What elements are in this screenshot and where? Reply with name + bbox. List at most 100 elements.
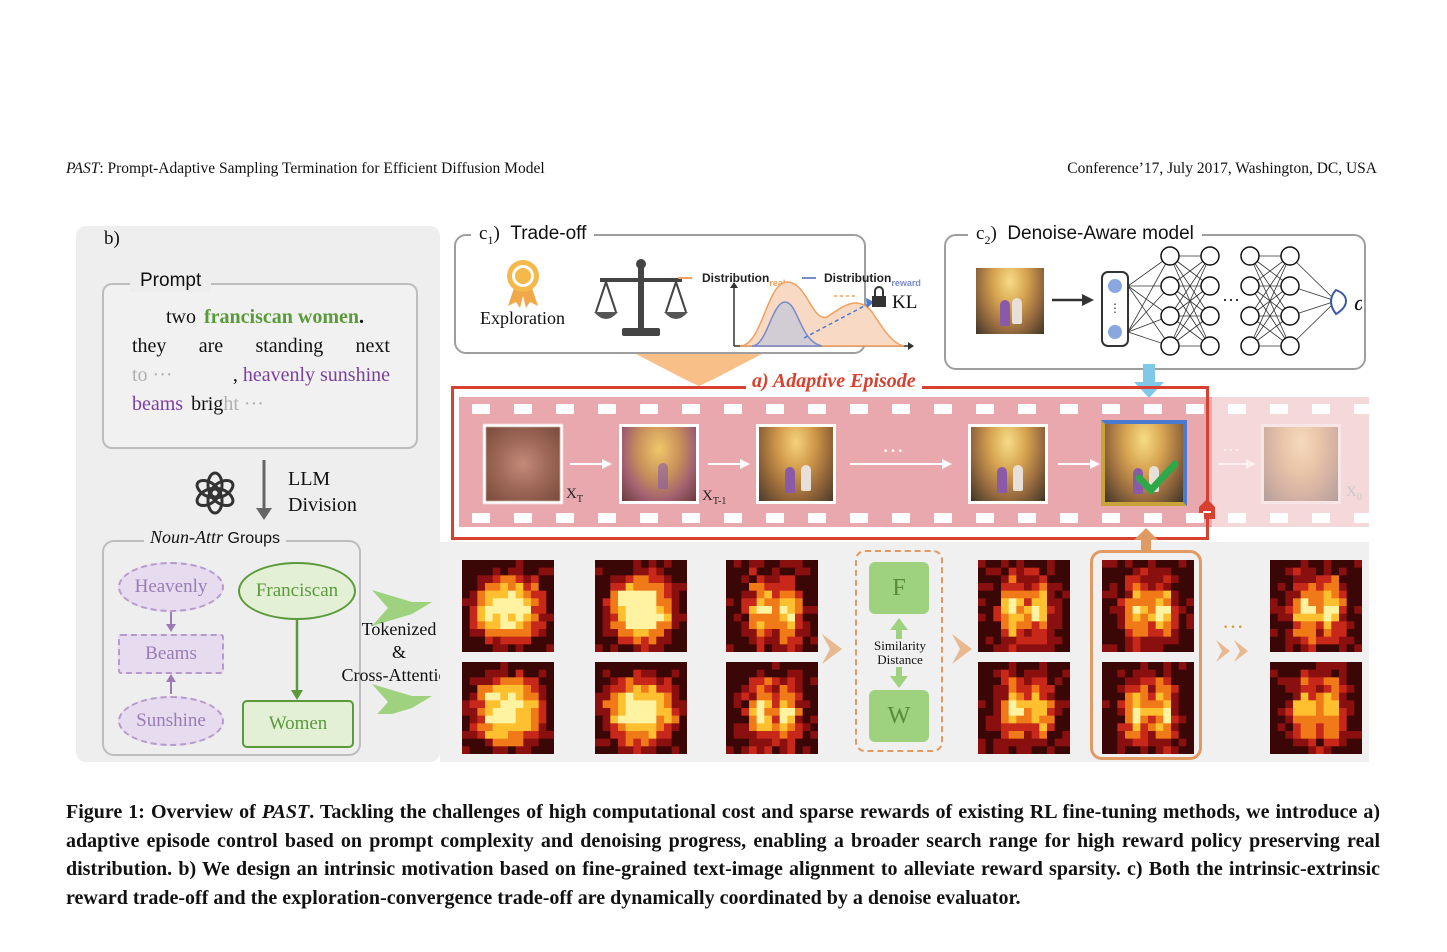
- film-hole: [598, 513, 616, 523]
- reward-distribution-curve: [751, 301, 823, 347]
- film-hole: [472, 513, 490, 523]
- frame-n: [968, 424, 1048, 504]
- film-hole: [1144, 513, 1162, 523]
- adaptive-episode-title: a) Adaptive Episode: [746, 370, 922, 393]
- film-hole: [1270, 513, 1288, 523]
- heatmap-ellipsis: ···: [1222, 614, 1244, 639]
- attention-heatmap: [726, 662, 818, 754]
- similarity-distance-label: Similarity Distance: [859, 639, 941, 667]
- film-faded-tail: [1212, 397, 1369, 527]
- image-w-icon: W: [869, 690, 929, 742]
- film-hole: [1186, 513, 1204, 523]
- similarity-label: Similarity: [874, 638, 926, 653]
- prompt-attr-beams: beams: [132, 393, 184, 415]
- prompt-word: next: [355, 335, 390, 357]
- film-hole: [1228, 404, 1246, 414]
- distance-label: Distance: [877, 652, 923, 667]
- attention-heatmap: [978, 662, 1070, 754]
- attention-heatmap: [1102, 560, 1194, 652]
- running-title: PAST: Prompt-Adaptive Sampling Terminati…: [66, 160, 545, 177]
- attention-heatmap: [1270, 662, 1362, 754]
- film-hole: [850, 513, 868, 523]
- group-edges: [166, 612, 303, 700]
- film-hole: [934, 513, 952, 523]
- green-arrow-icon: [372, 590, 432, 626]
- film-hole: [724, 513, 742, 523]
- svg-text:⋮: ⋮: [1109, 301, 1121, 315]
- prompt-comma: ,: [232, 364, 238, 386]
- arrow-right-icon: [1052, 294, 1094, 306]
- film-hole: [1186, 404, 1204, 414]
- film-hole: [1312, 513, 1330, 523]
- episode-tail-ellipsis: ···: [1222, 440, 1240, 460]
- film-hole: [766, 404, 784, 414]
- kl-label: KL: [892, 292, 917, 313]
- green-arrow-icon: [372, 684, 432, 714]
- film-hole: [640, 513, 658, 523]
- node-franciscan: Franciscan: [238, 562, 356, 620]
- film-hole: [682, 513, 700, 523]
- prompt-word: they: [132, 335, 167, 357]
- film-hole: [514, 513, 532, 523]
- prompt-title: Prompt: [130, 270, 212, 292]
- attention-heatmap: [1102, 662, 1194, 754]
- frame-3: [756, 424, 836, 504]
- figure-purple: [1000, 300, 1010, 326]
- tokenized-label: Tokenized: [361, 619, 437, 639]
- similarity-box: [855, 550, 943, 752]
- film-hole: [1060, 404, 1078, 414]
- edge-arrowhead: [166, 674, 176, 682]
- prompt-box: [102, 283, 418, 449]
- arrow-right-icon: [850, 459, 952, 469]
- film-hole: [1354, 404, 1372, 414]
- panel-b-label: b): [104, 228, 120, 249]
- film-hole: [976, 513, 994, 523]
- exploration-label: Exploration: [480, 308, 565, 328]
- film-hole: [1270, 404, 1288, 414]
- film-hole: [1018, 513, 1036, 523]
- cross-attention-label: Cross-Attention: [341, 665, 457, 685]
- checkmark-icon: [1135, 460, 1179, 496]
- film-hole: [808, 404, 826, 414]
- arrow-right-icon: [1218, 459, 1256, 469]
- openai-logo-icon: [195, 471, 235, 515]
- attention-heatmap: [462, 662, 554, 754]
- node-heavenly: Heavenly: [118, 562, 224, 612]
- attention-heatmap: [595, 560, 687, 652]
- label-xt: XT: [566, 486, 583, 505]
- prompt-faded-text: ht ···: [223, 393, 264, 415]
- film-hole: [850, 404, 868, 414]
- figure-purple: [997, 467, 1007, 493]
- legend-real-label: Distributionreal: [702, 271, 785, 288]
- film-hole: [766, 513, 784, 523]
- chevron-right-icon: [822, 634, 842, 664]
- film-hole: [640, 404, 658, 414]
- node-beams: Beams: [118, 634, 224, 674]
- film-hole: [598, 404, 616, 414]
- film-hole: [1228, 513, 1246, 523]
- node-sunshine: Sunshine: [118, 696, 224, 746]
- figure-1: b) Prompt two franciscan women. they are…: [76, 223, 1372, 766]
- llm-label: LLM: [288, 468, 331, 490]
- attention-heatmap: [1270, 560, 1362, 652]
- frame-x0: [1261, 424, 1341, 504]
- frame-xt-1: [619, 424, 699, 504]
- medal-icon: [507, 260, 539, 308]
- input-image-thumb: [976, 268, 1044, 334]
- neural-network-diagram: ⋮ ··· αt: [1101, 246, 1362, 356]
- attention-heatmap: [595, 662, 687, 754]
- film-hole: [556, 404, 574, 414]
- figure-purple: [785, 467, 795, 493]
- film-hole: [892, 513, 910, 523]
- prompt-faded-text: to ···: [132, 364, 173, 386]
- prompt-period: .: [358, 306, 364, 328]
- film-hole: [1144, 404, 1162, 414]
- image-f-icon: F: [869, 562, 929, 614]
- prompt-word: standing: [255, 335, 324, 357]
- panel-c2-title: c2) Denoise-Aware model: [968, 223, 1202, 248]
- figure-caption: Figure 1: Overview of PAST. Tackling the…: [66, 801, 1381, 909]
- prompt-attr-heavenly-sunshine: heavenly sunshine: [242, 364, 390, 386]
- figure-white: [801, 465, 811, 491]
- film-hole: [808, 513, 826, 523]
- figure-white: [1149, 466, 1159, 492]
